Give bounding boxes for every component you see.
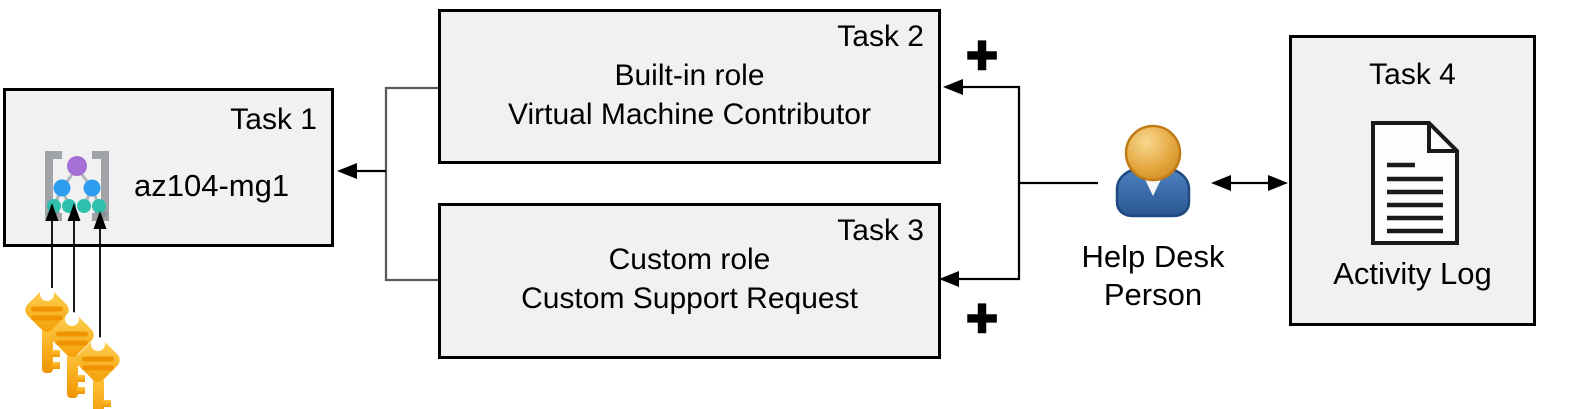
- task4-box: Task 4 Activity Log: [1289, 35, 1536, 326]
- task1-box: Task 1 az104-mg1: [3, 88, 334, 247]
- arrow-person-to-task3: [939, 183, 1021, 287]
- help-desk-person-icon: [1115, 124, 1191, 218]
- access-keys-icon: [21, 284, 124, 409]
- task3-label: Task 3: [837, 214, 924, 247]
- person-caption-line1: Help Desk: [1081, 239, 1225, 274]
- activity-log-document-icon: [1367, 119, 1463, 252]
- arrow-roles-to-task1: [337, 163, 386, 179]
- task3-role-text: Custom role Custom Support Request: [441, 240, 938, 318]
- task2-role-name: Virtual Machine Contributor: [508, 98, 871, 131]
- plus-symbol-task2: +: [965, 24, 999, 87]
- task3-box: Task 3 Custom role Custom Support Reques…: [438, 203, 941, 359]
- task2-box: Task 2 Built-in role Virtual Machine Con…: [438, 9, 941, 164]
- task2-role-text: Built-in role Virtual Machine Contributo…: [441, 56, 938, 134]
- task3-role-name: Custom Support Request: [521, 282, 858, 315]
- task2-role-type: Built-in role: [614, 59, 765, 92]
- task1-label: Task 1: [230, 103, 317, 136]
- task4-caption: Activity Log: [1333, 256, 1492, 291]
- management-group-icon: [45, 151, 109, 221]
- task4-label: Task 4: [1369, 58, 1456, 91]
- plus-symbol-task3: +: [965, 287, 999, 350]
- person-caption: Help Desk Person: [1068, 238, 1238, 314]
- task2-label: Task 2: [837, 20, 924, 53]
- management-group-row: az104-mg1: [36, 147, 289, 225]
- person-caption-line2: Person: [1103, 277, 1203, 312]
- bracket-roles-connector: [384, 86, 438, 282]
- help-desk-person: Help Desk Person: [1068, 118, 1238, 314]
- task3-role-type: Custom role: [608, 243, 771, 276]
- management-group-name: az104-mg1: [134, 168, 290, 203]
